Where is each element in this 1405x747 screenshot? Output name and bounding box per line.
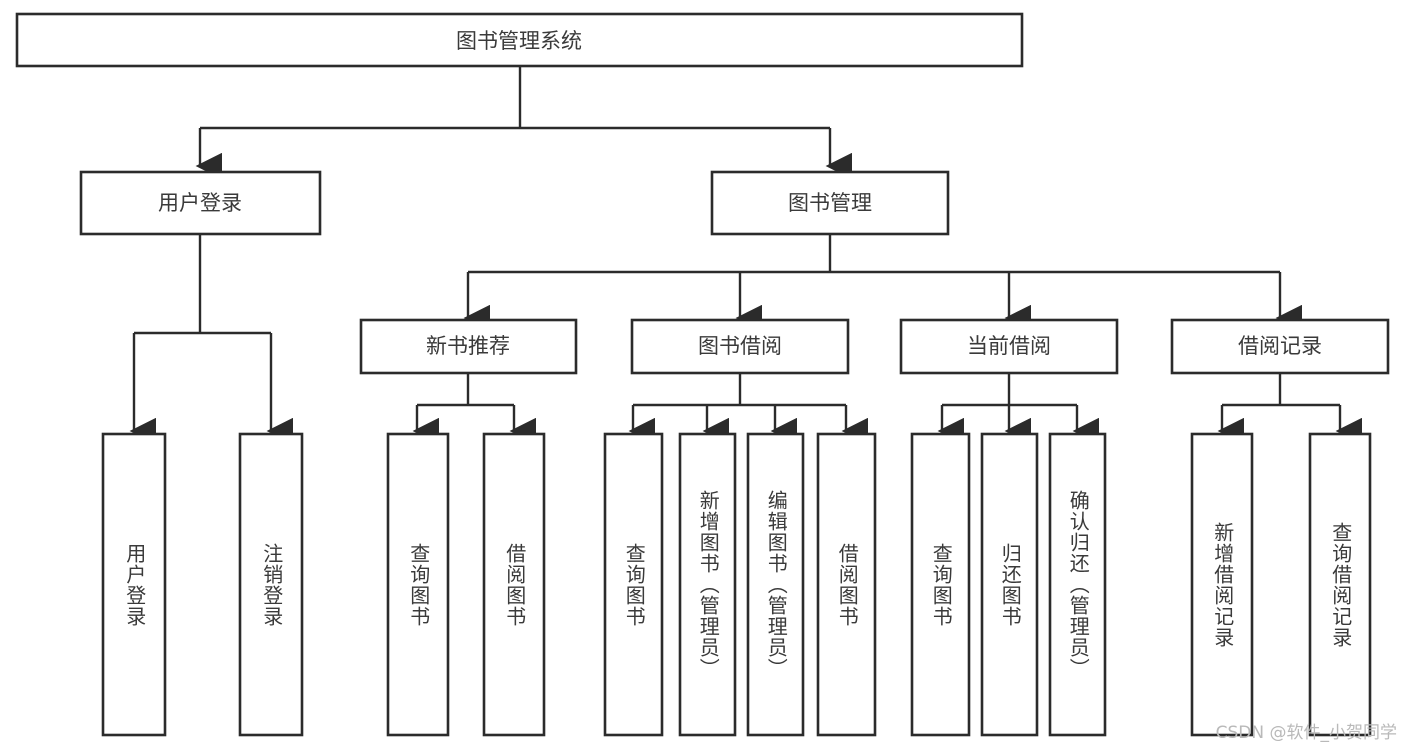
node-leaf-box-add-record[interactable] [1190, 432, 1254, 737]
node-current-borrow-label: 当前借阅 [967, 334, 1051, 358]
node-new-book-recommend[interactable]: 新书推荐 [359, 318, 578, 375]
node-new-book-recommend-label: 新书推荐 [426, 334, 510, 358]
connector-group-book-mgmt [463, 234, 1302, 332]
node-book-management[interactable]: 图书管理 [710, 170, 950, 236]
node-root-box[interactable] [15, 12, 1024, 68]
connector-group-root [195, 66, 852, 180]
node-leaf-box-return-book[interactable] [980, 432, 1039, 737]
watermark-text: CSDN @软件_小贺同学 [1215, 723, 1397, 743]
node-book-management-label: 图书管理 [788, 191, 872, 215]
node-leaf-box-borrow-book-2[interactable] [816, 432, 877, 737]
node-leaf-box-query-record[interactable] [1308, 432, 1372, 737]
node-borrow-record-box[interactable] [1170, 318, 1390, 375]
node-leaf-box-borrow-book-1[interactable] [482, 432, 546, 737]
connector-group-user-login [129, 234, 293, 445]
node-borrow-record[interactable]: 借阅记录 [1170, 318, 1390, 375]
node-book-borrow[interactable]: 图书借阅 [630, 318, 850, 375]
node-root-label: 图书管理系统 [456, 29, 582, 53]
node-user-login-box[interactable] [79, 170, 322, 236]
node-root[interactable]: 图书管理系统 [15, 12, 1024, 68]
node-leaf-box-logout[interactable] [238, 432, 304, 737]
node-leaf-box-confirm-return[interactable] [1048, 432, 1107, 737]
node-leaf-box-edit-book[interactable] [746, 432, 805, 737]
connector-group-record [1217, 373, 1362, 445]
node-leaf-box-query-book-2[interactable] [603, 432, 664, 737]
connector-group-new-book [412, 373, 536, 445]
node-book-borrow-label: 图书借阅 [698, 334, 782, 358]
node-leaf-box-query-book-3[interactable] [910, 432, 971, 737]
node-current-borrow[interactable]: 当前借阅 [899, 318, 1119, 375]
node-current-borrow-box[interactable] [899, 318, 1119, 375]
node-leaf-box-user-login[interactable] [101, 432, 167, 737]
node-borrow-record-label: 借阅记录 [1238, 334, 1322, 358]
node-leaf-box-add-book[interactable] [678, 432, 737, 737]
node-book-management-box[interactable] [710, 170, 950, 236]
node-user-login[interactable]: 用户登录 [79, 170, 322, 236]
node-new-book-recommend-box[interactable] [359, 318, 578, 375]
connector-group-borrow [628, 373, 868, 445]
node-leaf-box-query-book-1[interactable] [386, 432, 450, 737]
node-user-login-label: 用户登录 [158, 191, 242, 215]
connector-group-current [937, 373, 1099, 445]
node-book-borrow-box[interactable] [630, 318, 850, 375]
